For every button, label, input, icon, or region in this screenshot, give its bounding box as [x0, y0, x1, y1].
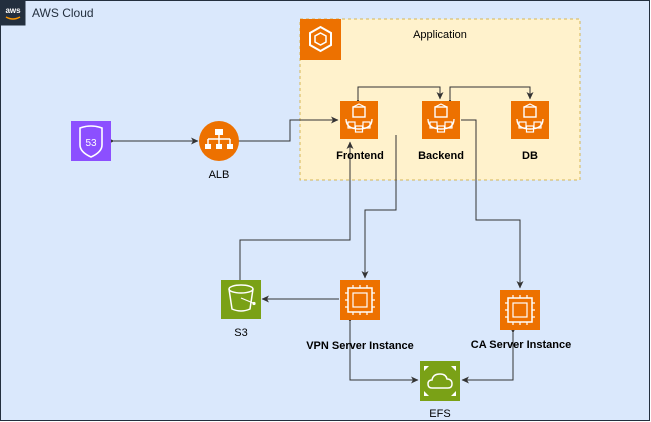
ca-ec2-instance-icon — [500, 290, 540, 330]
edge-ca-efs — [461, 326, 517, 384]
s3-node[interactable]: S3 — [221, 280, 261, 339]
efs-node[interactable]: EFS — [420, 361, 460, 420]
edge-vpn-efs — [346, 315, 419, 384]
alb-node[interactable]: ALB — [199, 121, 239, 181]
ca-node[interactable]: CA Server Instance — [471, 290, 571, 351]
route53-node[interactable]: 53 — [71, 121, 111, 161]
backend-ecs-service-icon — [422, 101, 460, 139]
efs-label: EFS — [429, 408, 450, 420]
route53-icon: 53 — [71, 121, 111, 161]
edge-s3-frontend — [239, 141, 354, 280]
connections — [107, 86, 534, 384]
aws-logo-icon: aws — [0, 0, 26, 26]
alb-label: ALB — [209, 169, 230, 181]
db-node[interactable]: DB — [511, 101, 549, 162]
frontend-label: Frontend — [336, 150, 384, 162]
route53-glyph: 53 — [85, 138, 97, 149]
edge-backend-db — [446, 86, 534, 106]
db-label: DB — [522, 150, 538, 162]
frontend-ecs-service-icon — [340, 101, 378, 139]
ecs-cluster-icon — [300, 19, 341, 60]
backend-node[interactable]: Backend — [418, 101, 464, 162]
edge-backend-ca — [461, 119, 524, 289]
vpn-ec2-instance-icon — [340, 280, 380, 320]
s3-bucket-icon — [221, 280, 261, 319]
aws-logo-text: aws — [5, 6, 21, 15]
edge-alb-frontend — [233, 116, 339, 145]
db-ecs-service-icon — [511, 101, 549, 139]
s3-label: S3 — [234, 327, 247, 339]
cloud-title: AWS Cloud — [32, 6, 94, 20]
application-title: Application — [413, 29, 467, 41]
frontend-node[interactable]: Frontend — [336, 101, 384, 162]
vpn-node[interactable]: VPN Server Instance — [306, 280, 414, 352]
load-balancer-icon — [199, 121, 239, 161]
ca-label: CA Server Instance — [471, 339, 571, 351]
backend-label: Backend — [418, 150, 464, 162]
edge-backend-vpn — [361, 135, 397, 279]
efs-icon — [420, 361, 460, 401]
edge-frontend-backend — [354, 86, 444, 106]
vpn-label: VPN Server Instance — [306, 340, 414, 352]
